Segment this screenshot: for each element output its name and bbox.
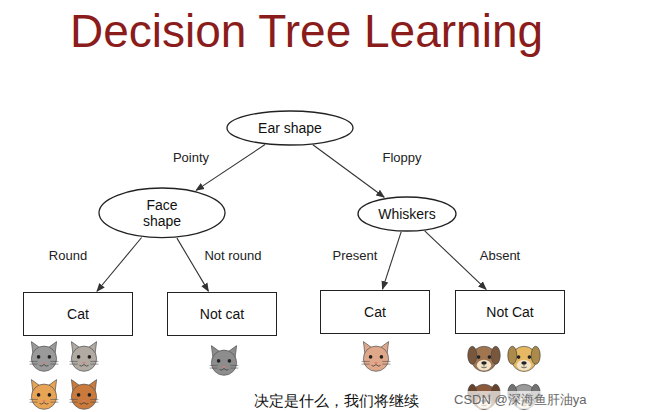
video-subtitle: 决定是什么，我们将继续 xyxy=(254,392,419,411)
branch-label: Absent xyxy=(478,248,522,263)
cat-picture xyxy=(70,380,99,410)
leaf-box: Cat xyxy=(23,292,133,336)
branch-arrow xyxy=(97,237,142,291)
dog-picture xyxy=(468,346,500,371)
wolf-picture xyxy=(210,346,239,376)
branch-label: Pointy xyxy=(171,150,211,165)
cat-picture xyxy=(30,342,59,372)
node-text: Not cat xyxy=(200,306,244,322)
leaf-box: Not cat xyxy=(167,292,277,336)
node-text: Ear shape xyxy=(258,120,322,136)
branch-label: Present xyxy=(331,248,380,263)
ellipse-shape xyxy=(99,188,225,238)
cat-picture xyxy=(70,342,99,372)
branch-arrow xyxy=(382,232,401,289)
node-text: Face shape xyxy=(132,197,192,229)
branch-label: Floppy xyxy=(380,150,423,165)
node-text: Cat xyxy=(364,304,386,320)
node-text: Whiskers xyxy=(378,206,436,222)
ellipse-shape xyxy=(358,197,456,231)
decision-ellipse: Ear shape xyxy=(226,110,354,146)
branch-arrow xyxy=(177,238,208,291)
ellipse-shape xyxy=(227,111,353,145)
slide-title: Decision Tree Learning xyxy=(70,4,543,58)
decision-ellipse: Face shape xyxy=(98,187,226,239)
branch-label: Not round xyxy=(202,248,263,263)
node-text: Not Cat xyxy=(486,304,533,320)
cat-picture xyxy=(362,342,391,372)
branch-arrow xyxy=(313,145,384,197)
cat-picture xyxy=(30,380,59,410)
leaf-box: Not Cat xyxy=(455,290,565,334)
watermark: CSDN @深海鱼肝油ya xyxy=(452,391,588,409)
node-text: Cat xyxy=(67,306,89,322)
dog-picture xyxy=(508,346,540,371)
decision-ellipse: Whiskers xyxy=(357,196,457,232)
branch-label: Round xyxy=(47,248,89,263)
leaf-box: Cat xyxy=(320,290,430,334)
